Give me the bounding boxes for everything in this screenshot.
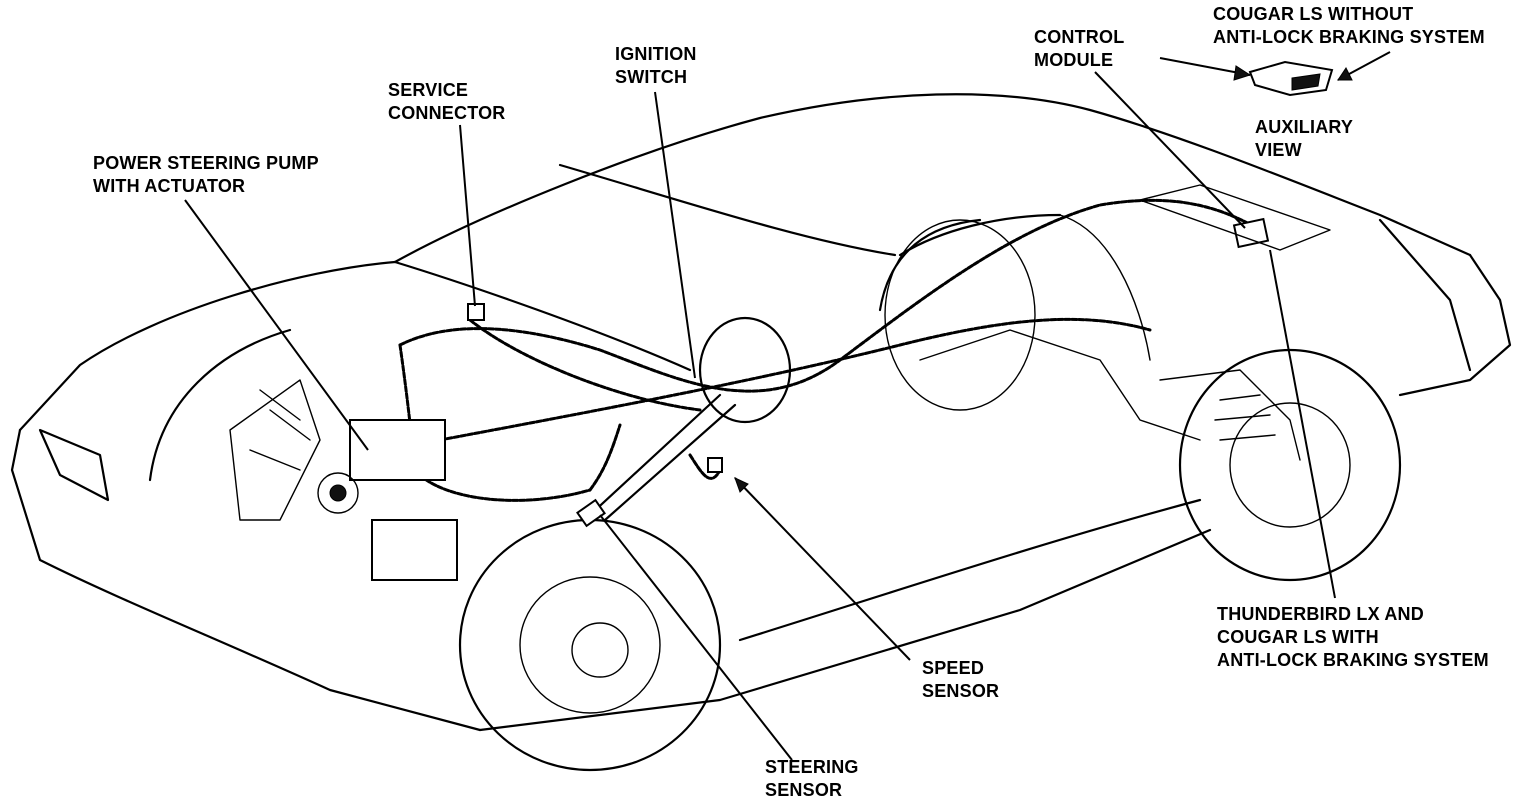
label-power-steering-pump: POWER STEERING PUMP WITH ACTUATOR: [93, 153, 319, 196]
label-auxiliary-view: AUXILIARY VIEW: [1255, 117, 1354, 160]
pump-icon: [349, 419, 446, 481]
auxiliary-module: [1248, 60, 1334, 97]
service-connector-part: [467, 303, 485, 321]
label-ignition-switch: IGNITION SWITCH: [615, 44, 697, 87]
label-speed-sensor: SPEED SENSOR: [922, 658, 1000, 701]
leader-lines: [184, 51, 1391, 761]
engine-components: [229, 303, 485, 581]
wiring-harness: [398, 198, 1262, 502]
battery-icon: [371, 519, 458, 581]
car-body: [10, 93, 1512, 772]
label-service-connector: SERVICE CONNECTOR: [388, 80, 506, 123]
label-thunderbird-lx-cougar-ls-abs: THUNDERBIRD LX AND COUGAR LS WITH ANTI-L…: [1217, 604, 1489, 670]
rear-components: [707, 184, 1331, 473]
label-steering-sensor: STEERING SENSOR: [765, 757, 859, 800]
sensor-icon: [707, 457, 723, 473]
label-cougar-ls-without-abs: COUGAR LS WITHOUT ANTI-LOCK BRAKING SYST…: [1213, 4, 1485, 47]
label-control-module: CONTROL MODULE: [1034, 27, 1125, 70]
steering-wheel-icon: [698, 316, 792, 424]
steering-assembly: [576, 316, 792, 528]
